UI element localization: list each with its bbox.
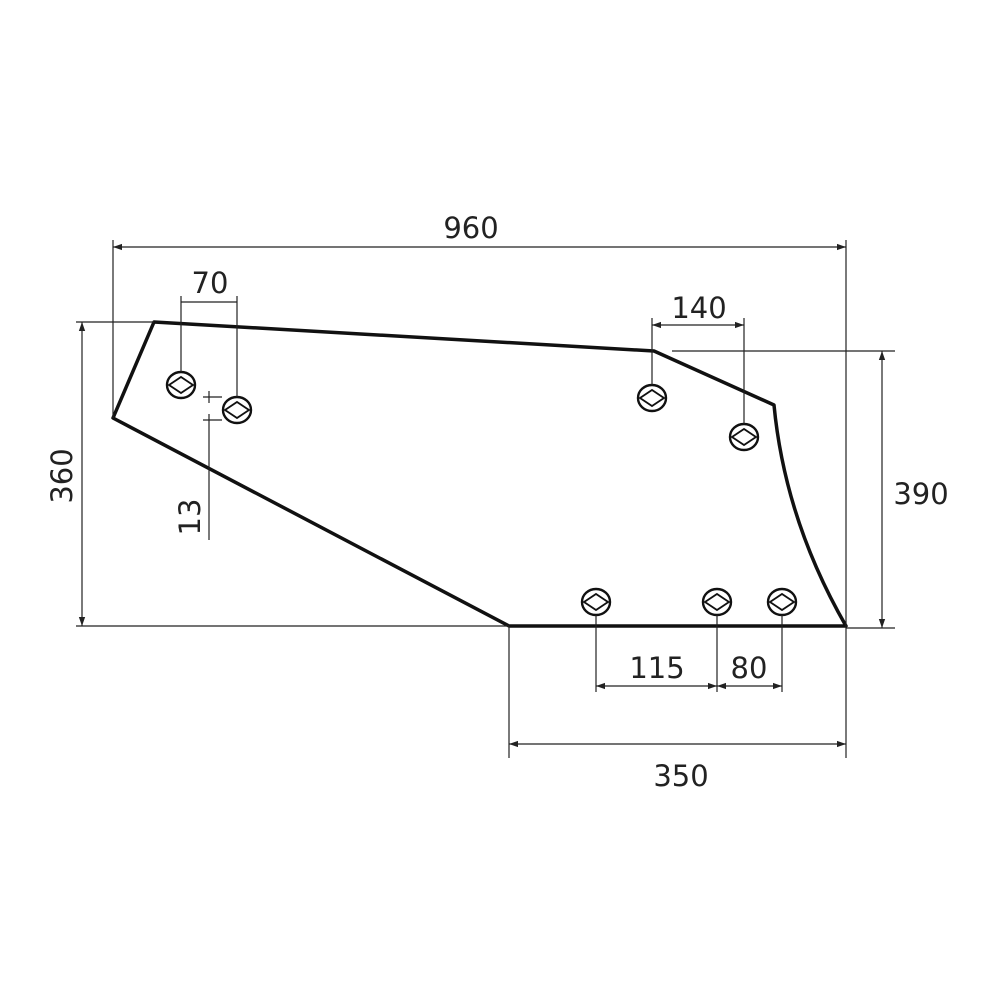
dim-bottom-length-label: 350	[653, 759, 708, 793]
dim-left-holes-offset-label: 13	[173, 499, 207, 536]
dim-left-height: 360	[45, 321, 509, 627]
left-hole-2	[221, 395, 253, 425]
bottom-hole-1	[580, 587, 612, 617]
part-outline	[111, 320, 848, 628]
right-hole-1	[636, 383, 668, 413]
dim-overall-width-label: 960	[443, 211, 498, 245]
left-hole-1	[165, 370, 197, 400]
dim-bottom-holes-spacing: 115 80	[595, 615, 783, 692]
bottom-hole-2	[701, 587, 733, 617]
dim-bottom-length: 350	[508, 626, 847, 793]
dim-right-holes-spacing: 140	[651, 291, 745, 424]
dim-left-holes-offset: 13	[173, 391, 222, 540]
dim-bottom-holes-spacing-2-label: 80	[731, 651, 768, 685]
bottom-hole-3	[766, 587, 798, 617]
right-hole-2	[728, 422, 760, 452]
dim-right-height-label: 390	[893, 477, 948, 511]
dim-left-holes-spacing: 70	[180, 266, 238, 397]
dim-overall-width: 960	[112, 211, 847, 626]
dim-right-height: 390	[672, 350, 949, 629]
dim-bottom-holes-spacing-1-label: 115	[629, 651, 684, 685]
dim-right-holes-spacing-label: 140	[671, 291, 726, 325]
dim-left-height-label: 360	[45, 448, 79, 503]
dim-left-holes-spacing-label: 70	[192, 266, 229, 300]
